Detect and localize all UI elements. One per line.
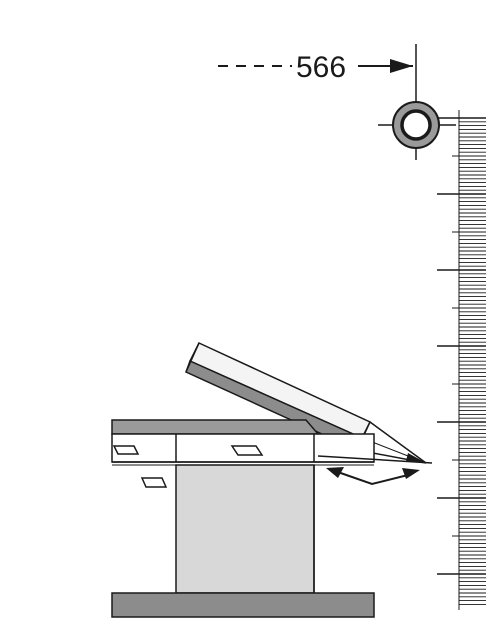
- dimension-value: 566: [296, 51, 346, 84]
- appliance-panel: [175, 464, 315, 594]
- adjustment-arrow-icon: [326, 467, 420, 486]
- door-handle: [140, 477, 168, 488]
- drawer-handle: [112, 445, 140, 455]
- kitchen-cabinet: [111, 419, 375, 618]
- drill-hole-icon: [378, 101, 456, 149]
- plinth: [111, 592, 375, 618]
- drawer-handle: [230, 445, 264, 456]
- ruler: [437, 110, 486, 610]
- dimension-arrowhead: [390, 59, 413, 73]
- reference-line: [317, 455, 433, 464]
- dimension-line: 566: [218, 44, 417, 160]
- countertop: [111, 419, 320, 435]
